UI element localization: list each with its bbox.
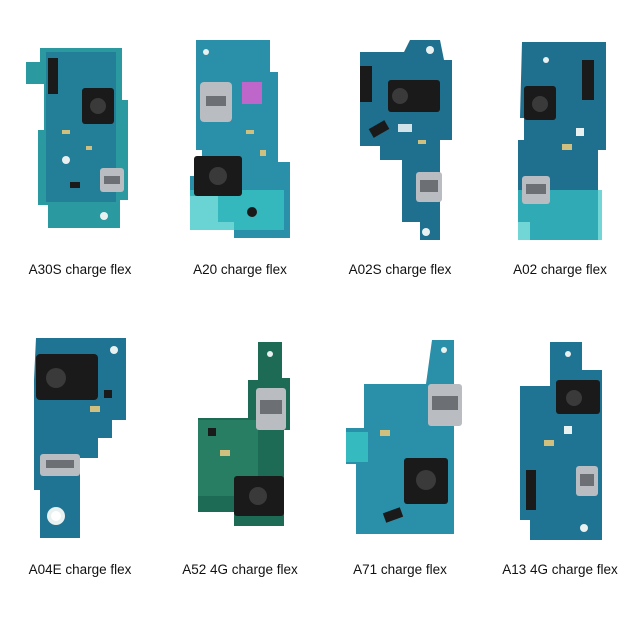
a13-4g-board-photo [520, 342, 602, 540]
product-label: A02S charge flex [348, 262, 452, 277]
product-card-a04e[interactable]: A04E charge flex [0, 320, 160, 640]
a71-board-photo [346, 340, 462, 534]
product-card-a02[interactable]: A02 charge flex [480, 0, 640, 320]
a02-board-photo [518, 42, 606, 240]
product-label: A02 charge flex [513, 262, 607, 277]
product-card-a30s[interactable]: A30S charge flex [0, 0, 160, 320]
product-label: A13 4G charge flex [502, 562, 618, 577]
product-label: A20 charge flex [193, 262, 287, 277]
product-card-a20[interactable]: A20 charge flex [160, 0, 320, 320]
product-label: A04E charge flex [28, 562, 132, 577]
product-label: A52 4G charge flex [182, 562, 298, 577]
product-card-a02s[interactable]: A02S charge flex [320, 0, 480, 320]
product-card-a13-4g[interactable]: A13 4G charge flex [480, 320, 640, 640]
product-card-a71[interactable]: A71 charge flex [320, 320, 480, 640]
a02s-board-photo [360, 40, 452, 240]
product-label: A71 charge flex [353, 562, 447, 577]
a30s-board-photo [26, 48, 128, 228]
a20-board-photo [190, 40, 290, 238]
a04e-board-photo [34, 338, 126, 538]
product-label: A30S charge flex [28, 262, 132, 277]
a52-4g-board-photo [198, 342, 290, 526]
product-card-a52-4g[interactable]: A52 4G charge flex [160, 320, 320, 640]
